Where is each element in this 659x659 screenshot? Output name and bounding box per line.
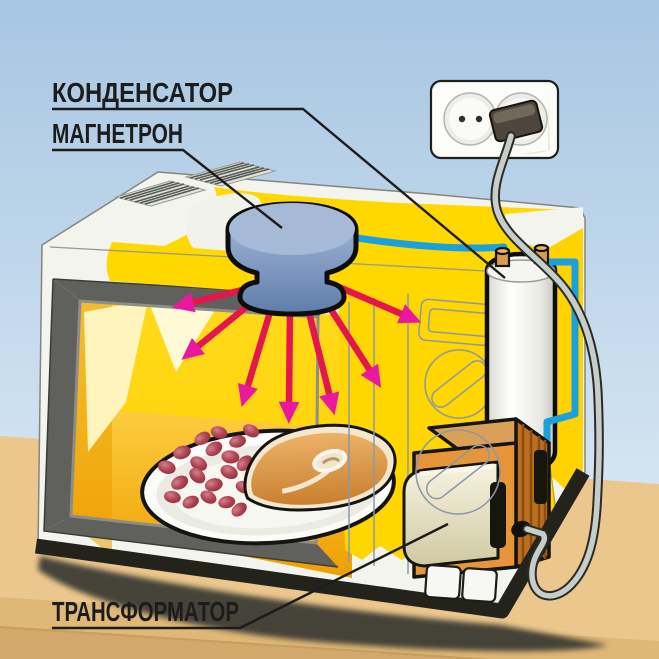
- beans: [158, 424, 260, 517]
- socket-hole-left: [458, 115, 466, 123]
- leader-lines: [52, 107, 506, 630]
- transformer-window: [490, 482, 506, 548]
- bone: [312, 448, 348, 473]
- leader-capacitor: [52, 107, 506, 279]
- torn-paper-edge-top-right: [505, 207, 583, 250]
- button-left: [424, 564, 462, 600]
- food-plate: [140, 423, 397, 546]
- oven-base: [34, 468, 590, 619]
- label-capacitor: КОНДЕНСАТОР: [52, 77, 233, 108]
- ghost-panel-outlines: [348, 294, 499, 574]
- dial-outline-bottom: [415, 429, 501, 515]
- power-cable: [490, 131, 604, 601]
- oven-shadow: [38, 556, 608, 652]
- ham-slice: [243, 423, 397, 512]
- capacitor-terminals: [494, 243, 550, 268]
- power-plug: [488, 99, 544, 143]
- magnetron: [225, 201, 359, 317]
- leader-transformer: [52, 522, 449, 630]
- label-magnetron: МАГНЕТРОН: [52, 118, 183, 149]
- power-socket: [429, 79, 560, 160]
- button-right: [461, 567, 498, 603]
- label-transformer: ТРАНСФОРМАТОР: [52, 596, 239, 627]
- leader-magnetron: [52, 148, 283, 229]
- socket-hole-right: [475, 115, 483, 123]
- wire-magnetron-capacitor: [349, 233, 508, 262]
- vent-grille-right: [184, 161, 277, 187]
- vent-grille-left: [114, 180, 207, 207]
- front-buttons: [424, 564, 498, 603]
